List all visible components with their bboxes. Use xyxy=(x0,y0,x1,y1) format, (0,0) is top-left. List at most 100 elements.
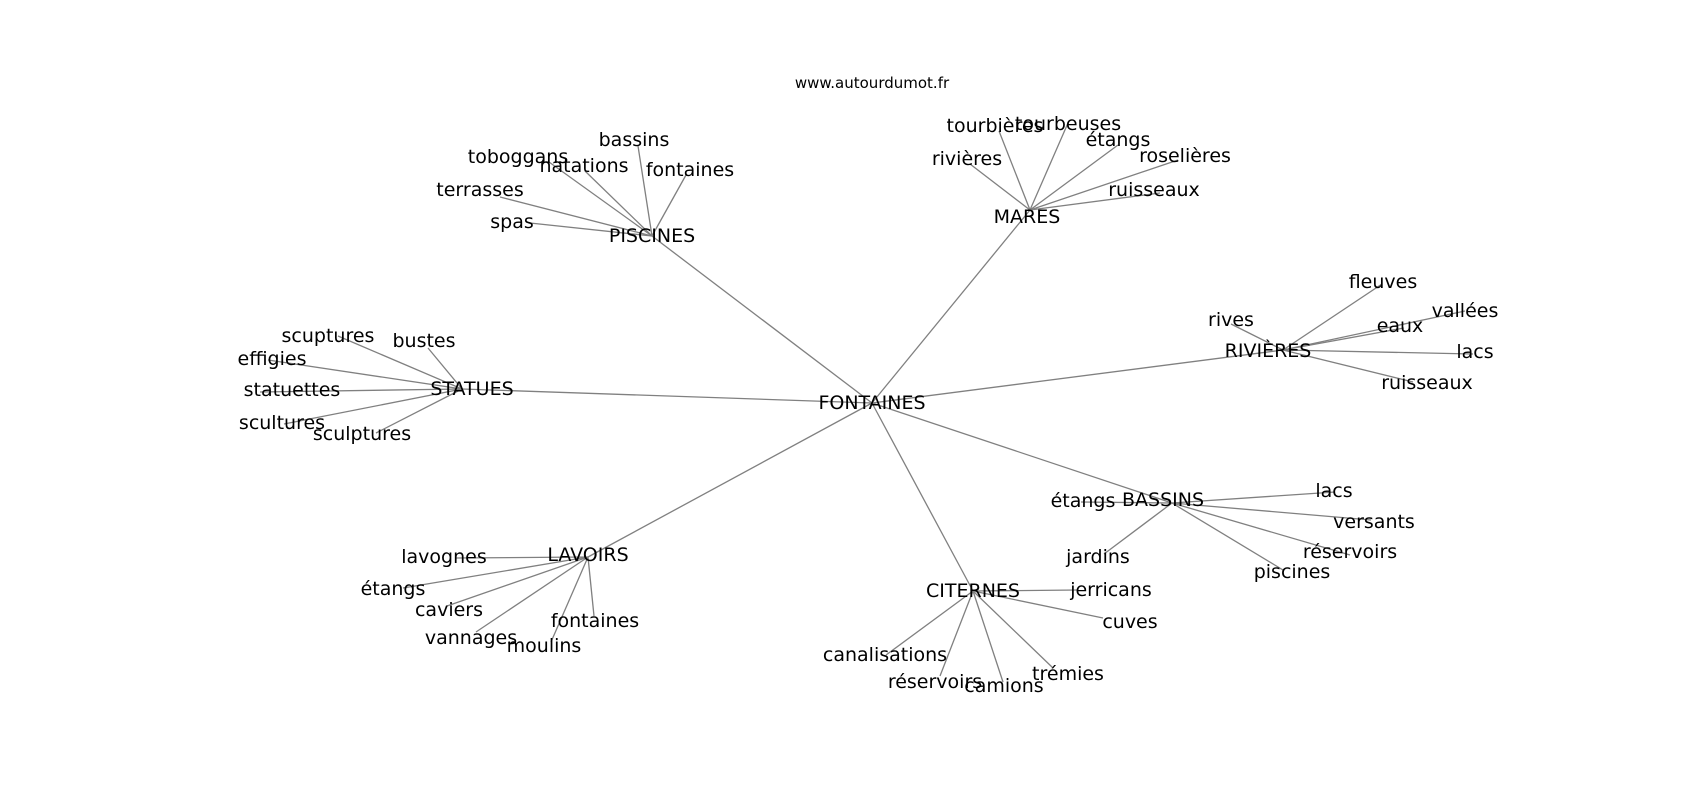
edge-hub-to-leaf xyxy=(1029,144,1119,211)
leaf-node: fontaines xyxy=(551,610,639,632)
leaf-node: natations xyxy=(539,155,628,177)
leaf-node: caviers xyxy=(415,599,483,621)
leaf-node: toboggans xyxy=(468,146,568,168)
leaf-node: scuptures xyxy=(282,325,375,347)
graph-labels: www.autourdumot.fr FONTAINES PISCINESbas… xyxy=(238,74,1499,697)
leaf-node: jardins xyxy=(1065,546,1130,568)
edge-root-to-hub xyxy=(651,235,873,404)
edge-hub-to-leaf xyxy=(550,556,589,643)
leaf-node: piscines xyxy=(1254,561,1331,583)
edge-hub-to-leaf xyxy=(637,145,653,237)
hub-node: LAVOIRS xyxy=(547,544,628,566)
edge-hub-to-leaf xyxy=(1029,122,1069,211)
hub-node: BASSINS xyxy=(1122,489,1204,511)
leaf-node: rivières xyxy=(932,148,1002,170)
edge-hub-to-leaf xyxy=(885,590,974,656)
leaf-node: effigies xyxy=(238,348,307,370)
leaf-node: ruisseaux xyxy=(1108,179,1200,201)
edge-hub-to-leaf xyxy=(475,556,589,633)
edge-hub-to-leaf xyxy=(1282,283,1383,351)
leaf-node: eaux xyxy=(1377,315,1424,337)
edge-hub-to-leaf xyxy=(651,174,687,237)
root-node: FONTAINES xyxy=(818,392,925,414)
edge-hub-to-leaf xyxy=(1282,349,1474,355)
edge-hub-to-leaf xyxy=(259,388,463,393)
leaf-node: statuettes xyxy=(244,379,341,401)
leaf-node: fleuves xyxy=(1349,271,1418,293)
hub-node: MARES xyxy=(994,206,1061,228)
edge-hub-to-leaf xyxy=(998,130,1031,211)
edge-hub-to-leaf xyxy=(1171,502,1351,556)
leaf-node: jerricans xyxy=(1069,579,1152,601)
edge-hub-to-leaf xyxy=(972,590,1004,683)
leaf-node: étangs xyxy=(361,578,426,600)
edge-hub-to-leaf xyxy=(1171,502,1372,521)
site-watermark: www.autourdumot.fr xyxy=(795,74,950,92)
leaf-node: ruisseaux xyxy=(1381,372,1473,394)
leaf-node: spas xyxy=(490,211,534,233)
leaf-node: moulins xyxy=(507,635,582,657)
edge-hub-to-leaf xyxy=(939,590,974,677)
hub-node: STATUES xyxy=(430,378,513,400)
edge-hub-to-leaf xyxy=(1230,323,1284,351)
edge-hub-to-leaf xyxy=(402,556,589,589)
leaf-node: trémies xyxy=(1032,663,1104,685)
hub-node: RIVIÈRES xyxy=(1225,339,1312,362)
edge-hub-to-leaf xyxy=(267,359,463,390)
leaf-node: bustes xyxy=(392,330,455,352)
edge-hub-to-leaf xyxy=(1103,502,1173,555)
edge-hub-to-leaf xyxy=(969,163,1031,211)
edge-root-to-hub xyxy=(871,402,974,592)
edge-hub-to-leaf xyxy=(972,590,1104,619)
edge-hub-to-leaf xyxy=(427,347,463,390)
leaf-node: lavognes xyxy=(401,546,486,568)
edge-hub-to-leaf xyxy=(972,590,1054,669)
edge-hub-to-leaf xyxy=(375,388,463,434)
leaf-node: scultures xyxy=(239,412,325,434)
edge-hub-to-leaf xyxy=(499,196,653,237)
leaf-node: tourbeuses xyxy=(1015,113,1121,135)
leaf-node: terrasses xyxy=(436,179,523,201)
edge-root-to-hub xyxy=(871,209,1031,404)
edge-hub-to-leaf xyxy=(283,388,463,425)
edge-root-to-hub xyxy=(871,349,1284,404)
leaf-node: vannages xyxy=(425,627,517,649)
leaf-node: vallées xyxy=(1432,300,1499,322)
edge-hub-to-leaf xyxy=(1282,349,1414,383)
leaf-node: roselières xyxy=(1139,145,1231,167)
leaf-node: versants xyxy=(1333,511,1415,533)
edge-hub-to-leaf xyxy=(454,556,589,559)
leaf-node: étangs xyxy=(1051,490,1116,512)
edge-hub-to-leaf xyxy=(1171,491,1336,504)
leaf-node: étangs xyxy=(1086,129,1151,151)
leaf-node: réservoirs xyxy=(1303,541,1397,563)
leaf-node: cuves xyxy=(1102,611,1157,633)
edge-hub-to-leaf xyxy=(529,222,653,237)
leaf-node: canalisations xyxy=(823,644,947,666)
edge-hub-to-leaf xyxy=(584,170,653,237)
edge-root-to-hub xyxy=(461,388,873,404)
leaf-node: rives xyxy=(1208,309,1254,331)
edge-hub-to-leaf xyxy=(1171,502,1284,571)
edge-hub-to-leaf xyxy=(587,556,595,617)
edge-hub-to-leaf xyxy=(1029,159,1179,211)
leaf-node: fontaines xyxy=(646,159,734,181)
leaf-node: camions xyxy=(964,675,1043,697)
edge-hub-to-leaf xyxy=(972,589,1079,592)
edge-hub-to-leaf xyxy=(337,335,463,390)
edge-root-to-hub xyxy=(871,402,1173,504)
leaf-node: tourbières xyxy=(947,115,1044,137)
edge-hub-to-leaf xyxy=(1282,327,1405,351)
leaf-node: réservoirs xyxy=(888,671,982,693)
edge-hub-to-leaf xyxy=(548,161,653,237)
graph-edges xyxy=(259,122,1474,683)
hub-node: CITERNES xyxy=(926,580,1020,602)
leaf-node: bassins xyxy=(599,129,670,151)
leaf-node: lacs xyxy=(1315,480,1352,502)
edge-hub-to-leaf xyxy=(1029,192,1161,211)
edge-hub-to-leaf xyxy=(446,556,589,607)
edge-root-to-hub xyxy=(587,402,873,558)
edge-hub-to-leaf xyxy=(1282,310,1466,351)
leaf-node: lacs xyxy=(1456,341,1493,363)
